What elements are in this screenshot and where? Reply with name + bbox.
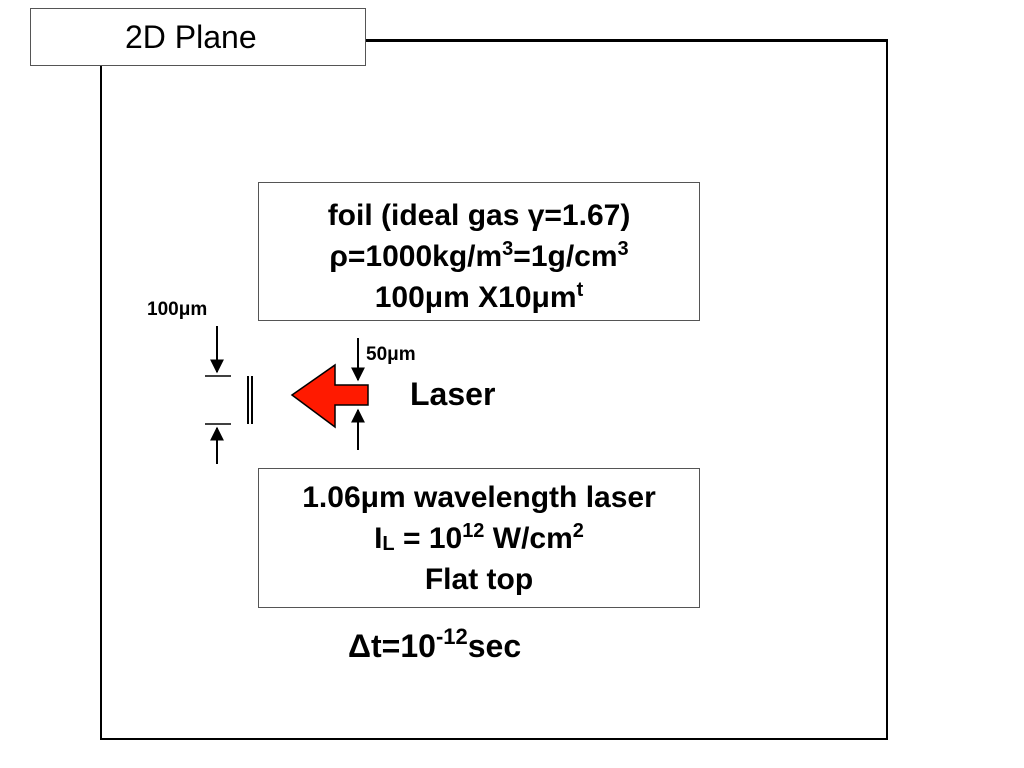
- laser-wavelength-line: 1.06μm wavelength laser: [259, 477, 699, 518]
- plane-tab-label: 2D Plane: [125, 19, 257, 55]
- timestep-text-a: Δt=10: [348, 628, 436, 664]
- intensity-unit: W/cm: [484, 522, 573, 555]
- density-sup-2: 3: [617, 238, 629, 260]
- intensity-text-b: = 10: [394, 522, 463, 555]
- laser-arrow: [290, 363, 369, 429]
- timestep-unit: sec: [467, 628, 522, 664]
- foil-material-text: foil (ideal gas γ=1.67): [327, 199, 631, 232]
- plane-tab: 2D Plane: [30, 8, 366, 66]
- foil-material-line: foil (ideal gas γ=1.67): [259, 195, 699, 236]
- foil-size-sup: t: [576, 279, 584, 301]
- foil-height-label: 100μm: [147, 299, 208, 320]
- foil-density-line: ρ=1000kg/m3=1g/cm3: [259, 236, 699, 277]
- laser-info-box: 1.06μm wavelength laser IL = 1012 W/cm2 …: [258, 468, 700, 608]
- laser-label: Laser: [410, 376, 496, 412]
- spot-size-label: 50μm: [366, 344, 416, 365]
- foil-height-dimension: [205, 326, 231, 464]
- density-sup-1: 3: [502, 238, 514, 260]
- intensity-symbol: I: [374, 522, 383, 555]
- laser-profile-text: Flat top: [424, 563, 534, 596]
- foil-target: [247, 376, 253, 424]
- foil-size-text: 100μm X10μm: [374, 281, 577, 314]
- timestep-exponent: -12: [435, 624, 468, 649]
- intensity-unit-sup: 2: [572, 520, 584, 542]
- timestep-label: Δt=10-12sec: [348, 626, 522, 665]
- laser-intensity-line: IL = 1012 W/cm2: [259, 518, 699, 559]
- foil-size-line: 100μm X10μmt: [259, 277, 699, 318]
- intensity-sub: L: [382, 533, 395, 555]
- density-text-a: ρ=1000kg/m: [329, 240, 503, 273]
- laser-profile-line: Flat top: [259, 559, 699, 600]
- foil-info-box: foil (ideal gas γ=1.67) ρ=1000kg/m3=1g/c…: [258, 182, 700, 321]
- laser-wavelength-text: 1.06μm wavelength laser: [302, 481, 656, 514]
- intensity-exponent: 12: [462, 520, 485, 542]
- density-text-b: =1g/cm: [513, 240, 618, 273]
